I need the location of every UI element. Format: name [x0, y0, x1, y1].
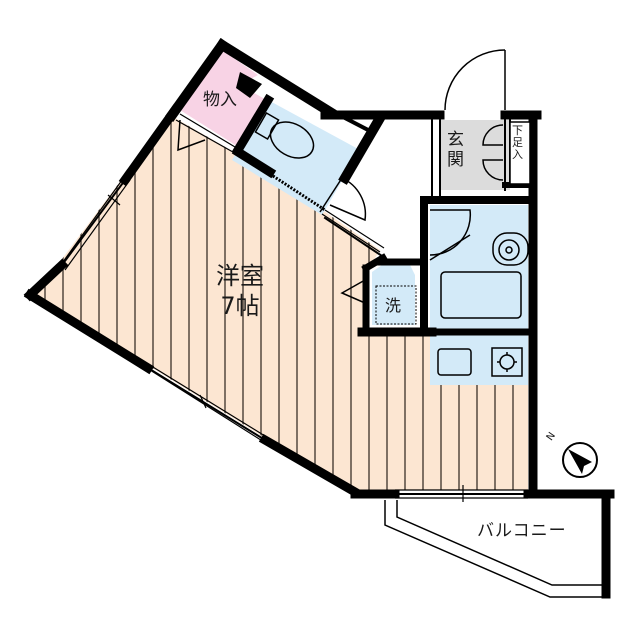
walls — [23, 38, 615, 599]
washer-icon — [375, 285, 417, 325]
western-room-size: 7帖 — [220, 292, 260, 320]
western-room-label: 洋室 7帖 — [200, 264, 280, 324]
compass-icon — [562, 442, 598, 478]
washbasin-icon — [492, 232, 529, 266]
entrance-label: 玄関 — [447, 130, 464, 170]
bathroom-floor — [430, 205, 528, 330]
washer-floor — [372, 265, 415, 325]
balcony-outline — [384, 500, 606, 598]
storage-label: 物入 — [203, 90, 237, 110]
western-room-name: 洋室 — [216, 262, 264, 290]
windows — [59, 113, 528, 502]
washer-space-label: 洗 — [385, 296, 402, 315]
western-room-floor — [35, 115, 528, 490]
doors — [177, 49, 531, 304]
sink-icon — [437, 348, 472, 376]
entrance-floor — [440, 120, 510, 190]
toilet-icon — [254, 111, 315, 159]
balcony-label: バルコニー — [477, 521, 567, 541]
shoe-cabinet-label: 下足入 — [512, 124, 523, 162]
stove-icon — [491, 347, 523, 377]
storage-floor — [180, 50, 270, 148]
bathtub-icon — [440, 271, 522, 319]
